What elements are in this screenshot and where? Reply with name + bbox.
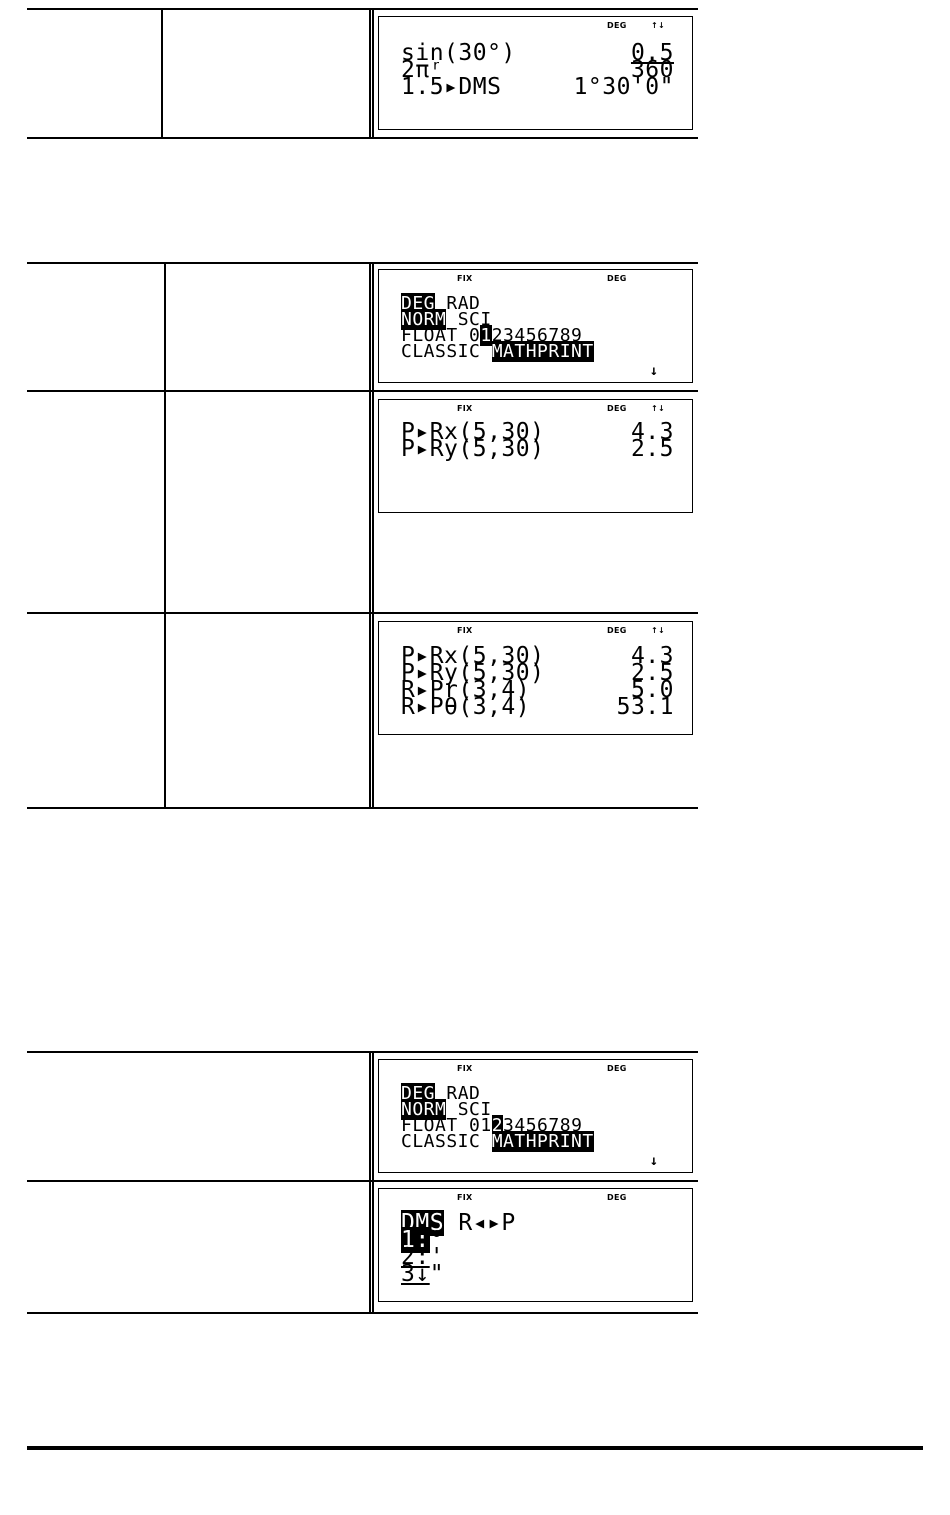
calculator-screen-conversions: FIX DEG ↑↓ P▸Rx(5,30)4.3 P▸Ry(5,30)2.5 R…: [378, 621, 693, 735]
down-arrow-icon: ↓: [649, 363, 658, 379]
menu-item: 1:°: [401, 1227, 445, 1253]
deg-indicator: DEG: [607, 274, 627, 283]
decimal-mode-row: FLOAT 0123456789: [401, 1115, 583, 1136]
display-mode-row: CLASSIC MATHPRINT: [401, 1131, 594, 1152]
page-footer-rule: [27, 1446, 923, 1450]
calculator-screen-mode-menu: FIX DEG DEG RAD NORM SCI FLOAT 012345678…: [378, 269, 693, 383]
table2-bottom-rule: [27, 807, 698, 809]
table2-row-rule-1: [27, 390, 698, 392]
table1-col-divider-3: [372, 9, 374, 138]
history-row: P▸Ry(5,30)2.5: [401, 436, 674, 462]
deg-indicator: DEG: [607, 626, 627, 635]
calculator-screen-polar-to-rect: FIX DEG ↑↓ P▸Rx(5,30)4.3 P▸Ry(5,30)2.5: [378, 399, 693, 513]
table3-col-divider-1: [369, 1052, 371, 1313]
table2-col-divider-1: [164, 263, 166, 808]
calculator-screen-angle-menu: FIX DEG DMS R◂▸P 1:° 2:' 3↓": [378, 1188, 693, 1302]
table1-bottom-rule: [27, 137, 698, 139]
calculator-screen-mode-menu: FIX DEG DEG RAD NORM SCI FLOAT 012345678…: [378, 1059, 693, 1173]
table2-col-divider-3: [372, 263, 374, 808]
fix-indicator: FIX: [457, 1193, 473, 1202]
angle-mode-row: DEG RAD: [401, 1083, 481, 1104]
deg-indicator: DEG: [607, 404, 627, 413]
scroll-arrows-icon: ↑↓: [651, 404, 666, 413]
angle-mode-row: DEG RAD: [401, 293, 481, 314]
table2-row-rule-2: [27, 612, 698, 614]
table1-col-divider-1: [161, 9, 163, 138]
tab-rp: R◂▸P: [444, 1210, 516, 1236]
scroll-arrows-icon: ↑↓: [651, 21, 666, 30]
down-arrow-icon: ↓: [649, 1153, 658, 1169]
history-row: sin(30°)0.5: [401, 40, 674, 66]
menu-item: 2:': [401, 1244, 445, 1270]
fix-indicator: FIX: [457, 1064, 473, 1073]
deg-indicator: DEG: [607, 1064, 627, 1073]
notation-mode-row: NORM SCI: [401, 309, 492, 330]
fix-indicator: FIX: [457, 274, 473, 283]
history-row: R▸Pr(3,4)5.0: [401, 677, 674, 703]
scroll-arrows-icon: ↑↓: [651, 626, 666, 635]
table2-col-divider-2: [369, 263, 371, 808]
table2-top-rule: [27, 262, 698, 264]
history-row: R▸Pθ(3,4)53.1: [401, 694, 674, 720]
table1-col-divider-2: [369, 9, 371, 138]
table1-top-rule: [27, 8, 698, 10]
fix-indicator: FIX: [457, 626, 473, 635]
decimal-mode-row: FLOAT 0123456789: [401, 325, 583, 346]
deg-indicator: DEG: [607, 21, 627, 30]
history-row: P▸Rx(5,30)4.3: [401, 419, 674, 445]
table3-col-divider-2: [372, 1052, 374, 1313]
history-row: P▸Rx(5,30)4.3: [401, 643, 674, 669]
menu-item: 3↓": [401, 1261, 445, 1287]
notation-mode-row: NORM SCI: [401, 1099, 492, 1120]
fix-indicator: FIX: [457, 404, 473, 413]
table3-top-rule: [27, 1051, 698, 1053]
history-row: P▸Ry(5,30)2.5: [401, 660, 674, 686]
table3-bottom-rule: [27, 1312, 698, 1314]
deg-indicator: DEG: [607, 1193, 627, 1202]
table3-row-rule: [27, 1180, 698, 1182]
display-mode-row: CLASSIC MATHPRINT: [401, 341, 594, 362]
